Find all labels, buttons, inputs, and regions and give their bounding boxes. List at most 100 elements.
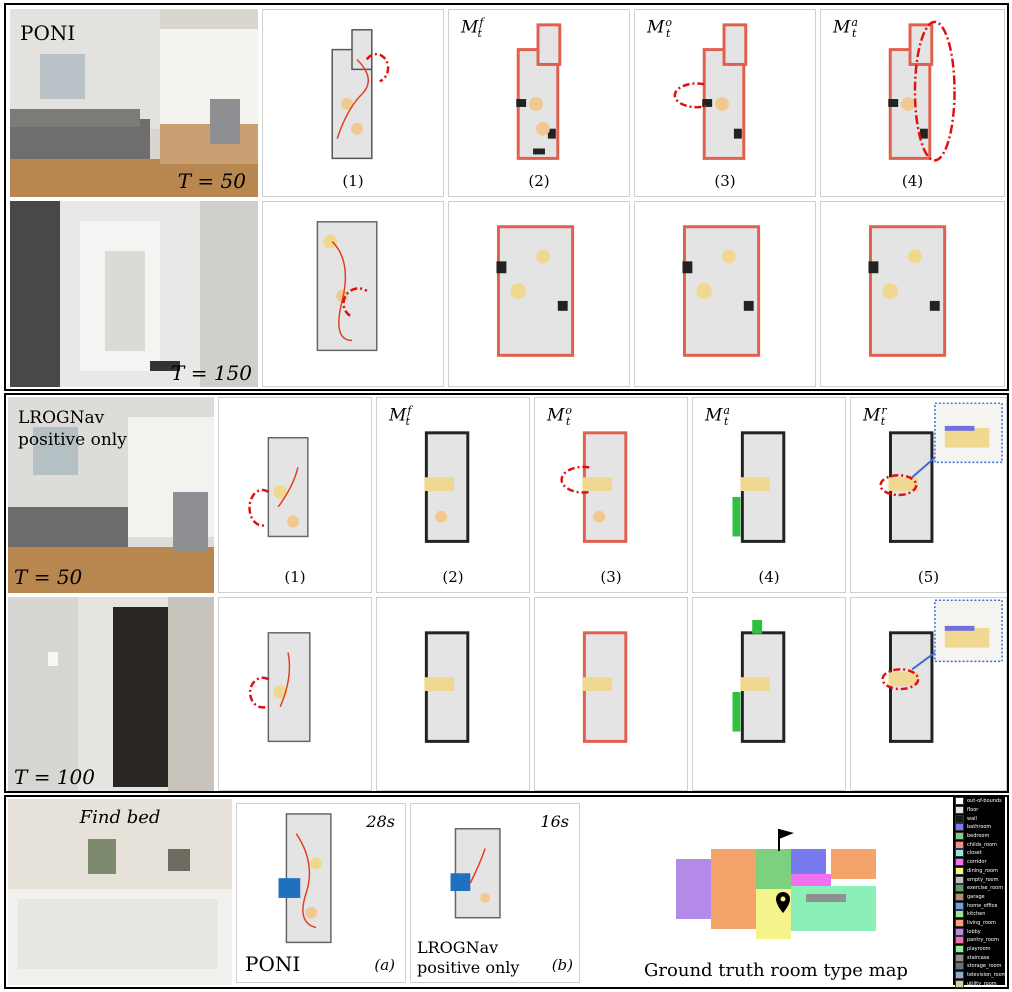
- poni-row2-panel-2: [448, 201, 630, 387]
- lrognav-row2-panel-3: [534, 597, 688, 791]
- lrognav-row2-photo: T = 100: [8, 597, 214, 791]
- legend-label: pantry_room: [967, 937, 999, 944]
- legend-swatch: [955, 892, 964, 901]
- poni-result-panel: 28s PONI (a): [236, 803, 406, 983]
- legend-item: utility_room: [953, 979, 1005, 988]
- legend-swatch: [955, 858, 964, 867]
- lrognav-row2-panel-5: [850, 597, 1007, 791]
- legend-item: corridor: [953, 858, 1005, 867]
- lrognav-caption-1: (1): [284, 568, 306, 586]
- lrognav-result-panel: 16s LROGNav positive only (b): [410, 803, 580, 983]
- poni-label-mo: Mot: [647, 16, 673, 41]
- poni-row1-panel-2: Mft (2): [448, 9, 630, 197]
- lrognav-method-label: LROGNav positive only: [18, 408, 127, 450]
- legend-item: bathroom: [953, 823, 1005, 832]
- legend-swatch: [955, 875, 964, 884]
- bottom-section: Find bed 28s PONI (a) 16s LROGNav positi…: [4, 795, 1009, 989]
- legend-swatch: [955, 901, 964, 910]
- poni-section: PONI T = 50 (1) Mft (2): [4, 3, 1009, 391]
- lrognav-row2-panel-4: [692, 597, 846, 791]
- legend-item: kitchen: [953, 910, 1005, 919]
- legend-item: exercise_room: [953, 884, 1005, 893]
- legend-item: lobby: [953, 927, 1005, 936]
- gt-caption: Ground truth room type map: [644, 960, 908, 981]
- legend-label: home_office: [967, 902, 998, 909]
- ground-truth-map: Ground truth room type map: [606, 799, 946, 985]
- legend-item: staircase: [953, 953, 1005, 962]
- legend-item: floor: [953, 806, 1005, 815]
- legend-item: living_room: [953, 918, 1005, 928]
- poni-row1-time: T = 50: [177, 169, 246, 193]
- legend-label: staircase: [967, 954, 990, 961]
- legend-item: dining_room: [953, 866, 1005, 876]
- legend-label: closet: [967, 850, 982, 857]
- poni-row1-panel-3: Mot (3): [634, 9, 816, 197]
- poni-caption-3: (3): [714, 172, 736, 190]
- legend-label: storage_room: [967, 963, 1002, 970]
- legend-label: playroom: [967, 946, 991, 953]
- legend-swatch: [955, 806, 964, 815]
- legend-item: pantry_room: [953, 936, 1005, 945]
- legend-item: out-of-bounds: [953, 797, 1005, 806]
- legend-label: empty_room: [967, 876, 999, 883]
- goal-label: Find bed: [79, 807, 161, 828]
- legend-item: empty_room: [953, 875, 1005, 884]
- legend-item: playroom: [953, 945, 1005, 954]
- legend-label: out-of-bounds: [967, 798, 1002, 805]
- lrognav-row1-panel-2: Mft (2): [376, 397, 530, 593]
- poni-result-time: 28s: [366, 812, 395, 831]
- lrognav-result-time: 16s: [540, 812, 569, 831]
- legend-label: television_room: [967, 972, 1005, 979]
- legend-label: exercise_room: [967, 885, 1004, 892]
- legend-swatch: [955, 962, 964, 971]
- lrognav-label-ma: Mat: [705, 404, 730, 429]
- legend-item: garage: [953, 892, 1005, 902]
- lrognav-label-mf: Mft: [389, 404, 412, 429]
- lrognav-row1-time: T = 50: [14, 565, 83, 589]
- legend-swatch: [955, 866, 964, 875]
- legend-swatch: [955, 832, 964, 841]
- legend-label: lobby: [967, 928, 981, 935]
- lrognav-caption-2: (2): [442, 568, 464, 586]
- lrognav-caption-4: (4): [758, 568, 780, 586]
- legend-swatch: [955, 918, 964, 927]
- legend-swatch: [955, 936, 964, 945]
- legend-label: garage: [967, 893, 985, 900]
- lrognav-row2-time: T = 100: [14, 765, 95, 789]
- legend-swatch: [955, 884, 964, 893]
- lrognav-caption-5: (5): [917, 568, 940, 586]
- legend-label: floor: [967, 807, 979, 814]
- legend-label: kitchen: [967, 911, 986, 918]
- lrognav-row1-panel-1: (1): [218, 397, 372, 593]
- poni-row1-panel-1: (1): [262, 9, 444, 197]
- legend-swatch: [955, 971, 964, 980]
- poni-label-ma: Mat: [833, 16, 858, 41]
- legend-label: wall: [967, 815, 977, 822]
- poni-label-mf: Mft: [461, 16, 484, 41]
- legend-item: television_room: [953, 971, 1005, 980]
- legend-label: bedroom: [967, 833, 990, 840]
- legend-label: corridor: [967, 859, 987, 866]
- poni-row1-panel-4: Mat (4): [820, 9, 1005, 197]
- poni-caption-2: (2): [528, 172, 550, 190]
- legend-label: bathroom: [967, 824, 992, 831]
- lrognav-row1-panel-4: Mat (4): [692, 397, 846, 593]
- legend-swatch: [955, 814, 964, 823]
- legend-swatch: [955, 927, 964, 936]
- legend-item: home_office: [953, 901, 1005, 910]
- legend-item: wall: [953, 814, 1005, 823]
- legend-swatch: [955, 953, 964, 962]
- lrognav-row1-photo: LROGNav positive only T = 50: [8, 397, 214, 593]
- legend-swatch: [955, 823, 964, 832]
- poni-result-tag: (a): [374, 956, 395, 974]
- lrognav-result-tag: (b): [551, 956, 573, 974]
- legend-swatch: [955, 979, 964, 988]
- lrognav-row1-panel-5: Mrt (5): [850, 397, 1007, 593]
- find-bed-photo: Find bed: [8, 799, 232, 985]
- legend-item: closet: [953, 849, 1005, 858]
- lrognav-label-mr: Mrt: [863, 404, 887, 429]
- legend-swatch: [955, 840, 964, 849]
- poni-result-name: PONI: [245, 952, 301, 976]
- lrognav-row1-panel-3: Mot (3): [534, 397, 688, 593]
